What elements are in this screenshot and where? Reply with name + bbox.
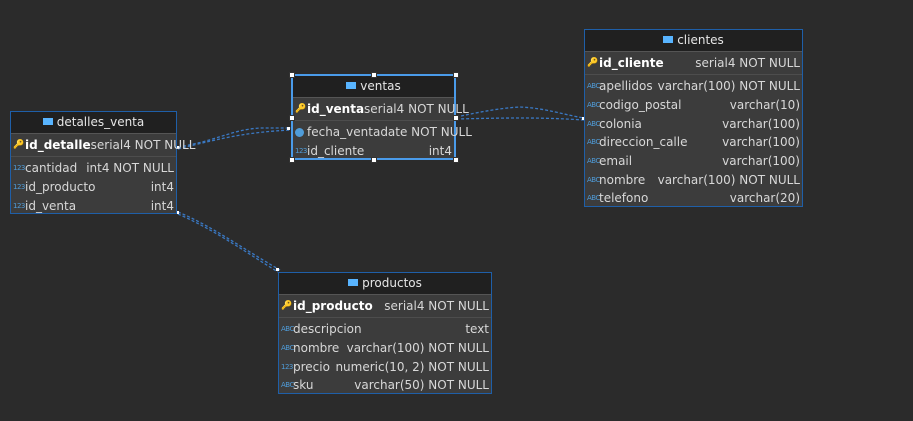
entity-header: detalles_venta — [11, 112, 176, 134]
column-row[interactable]: ABC codigo_postal varchar(10) — [587, 98, 800, 113]
entity-detalles-venta[interactable]: detalles_venta 🔑 id_detalle serial4 NOT … — [10, 111, 195, 214]
text-type-icon: ABC — [587, 194, 600, 203]
column-row[interactable]: ABC email varchar(100) — [587, 154, 800, 169]
entity-ventas[interactable]: ventas 🔑 id_venta serial4 NOT NULL fecha… — [291, 74, 472, 160]
column-row[interactable]: fecha_venta date NOT NULL — [293, 123, 472, 142]
column-row[interactable]: 123 cantidad int4 NOT NULL — [13, 161, 174, 176]
text-type-icon: ABC — [587, 119, 600, 128]
table-icon — [42, 118, 53, 125]
entity-header: productos — [279, 273, 491, 295]
resize-handle[interactable] — [453, 157, 459, 163]
resize-handle[interactable] — [289, 72, 295, 78]
numeric-type-icon: 123 — [13, 183, 25, 192]
column-row[interactable]: 123 id_venta int4 — [13, 198, 174, 213]
text-type-icon: ABC — [587, 82, 600, 91]
column-row[interactable]: ABC telefono varchar(20) — [587, 191, 800, 206]
resize-handle[interactable] — [289, 115, 295, 121]
column-row[interactable]: 123 id_cliente int4 — [295, 144, 452, 159]
resize-handle[interactable] — [371, 157, 377, 163]
table-icon — [348, 279, 359, 286]
entity-header: clientes — [585, 30, 802, 52]
column-row[interactable]: 🔑 id_detalle serial4 NOT NULL — [11, 134, 195, 157]
resize-handle[interactable] — [289, 157, 295, 163]
key-icon: 🔑 — [587, 58, 599, 68]
table-icon — [346, 82, 357, 89]
relation-detalles-productos-alt — [177, 213, 279, 273]
entity-productos[interactable]: productos 🔑 id_producto serial4 NOT NULL… — [278, 272, 492, 394]
resize-handle[interactable] — [453, 72, 459, 78]
text-type-icon: ABC — [281, 325, 294, 334]
numeric-type-icon: 123 — [13, 201, 25, 210]
numeric-type-icon: 123 — [281, 362, 293, 371]
relation-detalles-productos — [177, 211, 281, 271]
text-type-icon: ABC — [587, 157, 600, 166]
key-icon: 🔑 — [281, 301, 293, 311]
column-row[interactable]: ABC colonia varchar(100) — [587, 116, 800, 131]
numeric-type-icon: 123 — [295, 147, 307, 156]
text-type-icon: ABC — [587, 175, 600, 184]
column-row[interactable]: ABC apellidos varchar(100) NOT NULL — [587, 79, 800, 94]
column-row[interactable]: 🔑 id_cliente serial4 NOT NULL — [585, 52, 802, 75]
text-type-icon: ABC — [281, 344, 294, 353]
relation-ventas-clientes-alt — [455, 117, 585, 121]
key-icon: 🔑 — [13, 140, 25, 150]
entity-header: ventas — [293, 76, 454, 98]
text-type-icon: ABC — [281, 381, 294, 390]
text-type-icon: ABC — [587, 101, 600, 110]
column-row[interactable]: ABC descripcion text — [281, 322, 489, 337]
resize-handle[interactable] — [453, 115, 459, 121]
text-type-icon: ABC — [587, 138, 600, 147]
column-row[interactable]: ABC direccion_calle varchar(100) — [587, 135, 800, 150]
table-icon — [663, 36, 674, 43]
resize-handle[interactable] — [371, 72, 377, 78]
numeric-type-icon: 123 — [13, 164, 25, 173]
column-row[interactable]: 123 id_producto int4 — [13, 180, 174, 195]
date-type-icon — [295, 127, 304, 137]
column-row[interactable]: ABC nombre varchar(100) NOT NULL — [281, 341, 489, 356]
key-icon: 🔑 — [295, 104, 307, 114]
entity-clientes[interactable]: clientes 🔑 id_cliente serial4 NOT NULL A… — [584, 29, 803, 207]
column-row[interactable]: ABC sku varchar(50) NOT NULL — [281, 378, 489, 393]
column-row[interactable]: 🔑 id_venta serial4 NOT NULL — [293, 98, 469, 121]
column-row[interactable]: 🔑 id_producto serial4 NOT NULL — [279, 295, 491, 318]
column-row[interactable]: 123 precio numeric(10, 2) NOT NULL — [281, 359, 489, 374]
relation-ventas-clientes — [455, 106, 585, 119]
column-row[interactable]: ABC nombre varchar(100) NOT NULL — [587, 172, 800, 187]
